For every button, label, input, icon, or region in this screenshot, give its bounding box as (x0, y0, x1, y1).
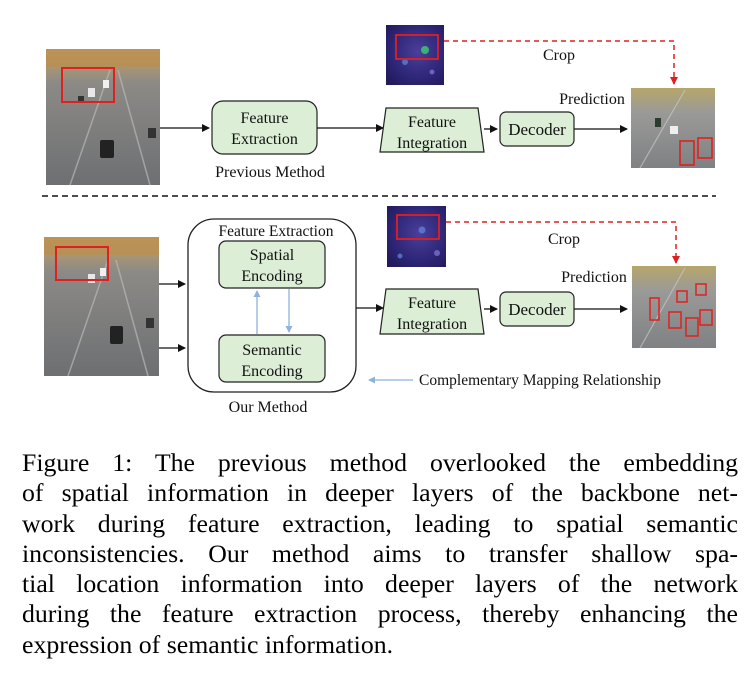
feature-map-heatmap-bottom (387, 206, 446, 267)
feature-extraction-line1: Feature (241, 110, 289, 127)
feature-extraction-box: Feature Extraction (211, 100, 318, 155)
caption-line: inconsistencies. Our method aims to tran… (22, 538, 738, 568)
decoder-label-top: Decoder (508, 120, 566, 139)
feature-extraction-group: Feature Extraction Spatial Encoding Sema… (187, 218, 357, 393)
prediction-label-bottom: Prediction (561, 269, 627, 286)
feature-extraction-line2: Extraction (231, 131, 298, 148)
feature-integration-line2: Integration (397, 135, 467, 152)
spatial-encoding-line2: Encoding (241, 268, 302, 285)
spatial-encoding-box: Spatial Encoding (218, 240, 326, 289)
semantic-encoding-line1: Semantic (242, 342, 302, 359)
spatial-encoding-line1: Spatial (250, 247, 295, 264)
legend: Complementary Mapping Relationship (368, 372, 661, 389)
decoder-box-top: Decoder (499, 111, 575, 147)
feature-map-heatmap-top (386, 25, 444, 85)
decoder-box-bottom: Decoder (499, 291, 575, 327)
crop-arrow-bottom (446, 221, 680, 264)
caption-line: work during feature extraction, leading … (22, 508, 738, 538)
prediction-label-top: Prediction (559, 91, 625, 108)
input-traffic-image-bottom (44, 237, 159, 377)
prediction-image-bottom (632, 266, 716, 349)
caption-line: of spatial information in deeper layers … (22, 478, 738, 508)
crop-arrow-top (444, 40, 678, 85)
caption-line: tial location information into deeper la… (22, 569, 738, 599)
crop-label-bottom: Crop (548, 231, 580, 248)
previous-method-label: Previous Method (215, 164, 325, 181)
feature-integration-bottom-line2: Integration (397, 316, 467, 333)
method-comparison-diagram: Feature Extraction Feature Integration D… (42, 25, 716, 416)
feature-integration-block-top: Feature Integration (379, 107, 485, 153)
legend-label: Complementary Mapping Relationship (419, 372, 661, 389)
crop-region-box (61, 67, 115, 103)
crop-label-top: Crop (543, 47, 575, 64)
caption-line: during the feature extraction process, t… (22, 599, 738, 629)
decoder-label-bottom: Decoder (508, 300, 566, 319)
caption-line: expression of semantic information. (22, 629, 394, 659)
semantic-encoding-box: Semantic Encoding (218, 334, 326, 383)
feature-integration-bottom-line1: Feature (408, 295, 456, 312)
previous-method-panel: Feature Extraction Feature Integration D… (46, 25, 715, 186)
feature-extraction-group-title: Feature Extraction (219, 223, 334, 240)
our-method-label: Our Method (229, 399, 308, 416)
figure-caption: Figure 1: The previous method overlooked… (22, 448, 738, 660)
our-method-panel: Feature Extraction Spatial Encoding Sema… (44, 206, 716, 416)
prediction-image-top (631, 88, 715, 169)
feature-integration-block-bottom: Feature Integration (379, 288, 485, 335)
input-traffic-image (46, 49, 160, 186)
feature-integration-line1: Feature (408, 114, 456, 131)
semantic-encoding-line2: Encoding (241, 363, 302, 380)
caption-line: Figure 1: The previous method overlooked… (22, 448, 738, 477)
